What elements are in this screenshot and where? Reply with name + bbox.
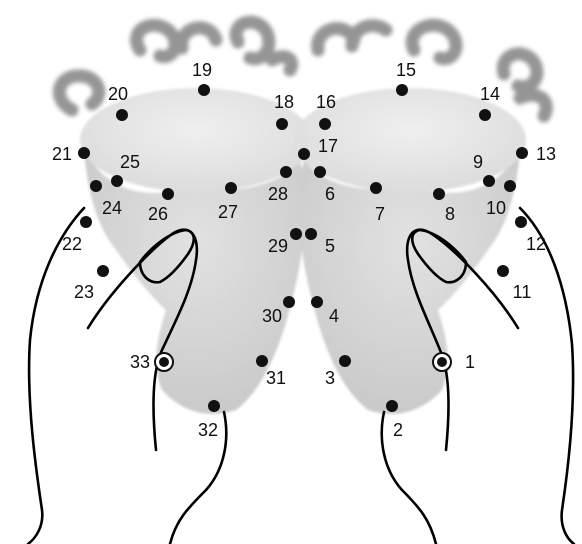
dot-number-label: 16 bbox=[316, 92, 336, 112]
dot-number-label: 14 bbox=[480, 84, 500, 104]
dot-number-label: 12 bbox=[526, 234, 546, 254]
dot-marker[interactable] bbox=[290, 228, 302, 240]
dot-marker[interactable] bbox=[208, 400, 220, 412]
dot-marker[interactable] bbox=[111, 175, 123, 187]
dot-marker[interactable] bbox=[339, 355, 351, 367]
dot-number-label: 22 bbox=[62, 234, 82, 254]
dot-number-label: 4 bbox=[329, 306, 339, 326]
hands-outline bbox=[28, 208, 574, 544]
dot-marker[interactable] bbox=[515, 216, 527, 228]
dot-marker[interactable] bbox=[433, 188, 445, 200]
dot-number-label: 2 bbox=[393, 420, 403, 440]
right-wrist bbox=[382, 412, 436, 544]
dot-marker[interactable] bbox=[298, 148, 310, 160]
dot-marker[interactable] bbox=[483, 175, 495, 187]
dot-number-label: 33 bbox=[130, 352, 150, 372]
dot-number-label: 31 bbox=[266, 368, 286, 388]
right-hand-outer bbox=[520, 208, 574, 544]
dot-marker[interactable] bbox=[276, 118, 288, 130]
dot-number-label: 24 bbox=[102, 198, 122, 218]
dot-number-label: 11 bbox=[513, 282, 532, 302]
dot-marker[interactable] bbox=[437, 357, 447, 367]
dot-number-label: 6 bbox=[325, 184, 335, 204]
dot-marker[interactable] bbox=[97, 265, 109, 277]
dot-number-label: 28 bbox=[268, 184, 288, 204]
dot-number-label: 27 bbox=[218, 202, 238, 222]
dot-marker[interactable] bbox=[319, 118, 331, 130]
dot-marker[interactable] bbox=[225, 182, 237, 194]
dot-number-label: 23 bbox=[74, 282, 94, 302]
dot-marker[interactable] bbox=[78, 147, 90, 159]
dot-number-label: 18 bbox=[274, 92, 294, 112]
dot-marker[interactable] bbox=[198, 84, 210, 96]
dot-number-label: 3 bbox=[325, 368, 335, 388]
dot-marker[interactable] bbox=[256, 355, 268, 367]
dot-marker[interactable] bbox=[116, 109, 128, 121]
dot-number-label: 13 bbox=[536, 144, 556, 164]
dot-number-label: 20 bbox=[108, 84, 128, 104]
dot-number-label: 1 bbox=[465, 352, 475, 372]
dot-number-label: 7 bbox=[375, 204, 385, 224]
dot-marker[interactable] bbox=[497, 265, 509, 277]
dot-33[interactable]: 33 bbox=[130, 352, 173, 372]
dot-number-label: 30 bbox=[262, 306, 282, 326]
dot-22[interactable]: 22 bbox=[62, 216, 92, 254]
dot-marker[interactable] bbox=[283, 296, 295, 308]
dot-marker[interactable] bbox=[80, 216, 92, 228]
dot-number-label: 17 bbox=[318, 136, 338, 156]
dot-marker[interactable] bbox=[90, 180, 102, 192]
dot-number-label: 29 bbox=[268, 236, 288, 256]
dot-marker[interactable] bbox=[311, 296, 323, 308]
dot-marker[interactable] bbox=[479, 109, 491, 121]
dot-marker[interactable] bbox=[386, 400, 398, 412]
dot-marker[interactable] bbox=[280, 166, 292, 178]
dot-marker[interactable] bbox=[504, 180, 516, 192]
left-hand-outer bbox=[28, 208, 84, 544]
dot-number-label: 25 bbox=[120, 152, 140, 172]
dot-number-label: 8 bbox=[445, 204, 455, 224]
dot-number-label: 9 bbox=[473, 152, 483, 172]
dot-number-label: 26 bbox=[148, 204, 168, 224]
dot-number-label: 10 bbox=[486, 198, 506, 218]
dot-marker[interactable] bbox=[516, 147, 528, 159]
dot-23[interactable]: 23 bbox=[74, 265, 109, 302]
dot-number-label: 15 bbox=[396, 60, 416, 80]
dot-marker[interactable] bbox=[305, 228, 317, 240]
dot-marker[interactable] bbox=[162, 188, 174, 200]
dot-number-label: 5 bbox=[325, 236, 335, 256]
dot-11[interactable]: 11 bbox=[497, 265, 531, 302]
dot-number-label: 21 bbox=[52, 144, 72, 164]
dot-marker[interactable] bbox=[396, 84, 408, 96]
dot-number-label: 32 bbox=[198, 420, 218, 440]
dot-marker[interactable] bbox=[159, 357, 169, 367]
dot-marker[interactable] bbox=[370, 182, 382, 194]
dot-number-label: 19 bbox=[192, 60, 212, 80]
dot-marker[interactable] bbox=[314, 166, 326, 178]
dot-1[interactable]: 1 bbox=[433, 352, 475, 372]
